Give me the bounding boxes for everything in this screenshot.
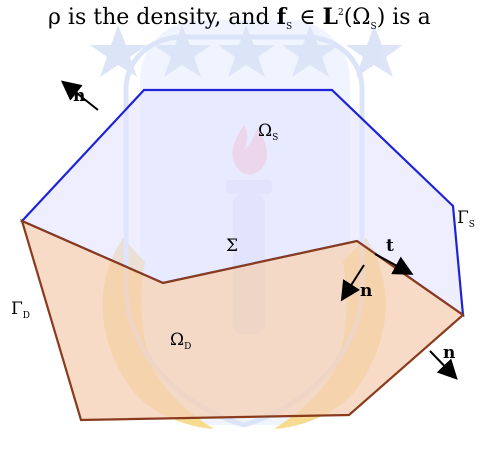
omega-s-label: ΩS	[258, 121, 278, 143]
normal-vector-top	[60, 80, 99, 111]
gamma-s-label: ΓS	[457, 208, 475, 230]
tangent-vector	[374, 253, 414, 275]
normal-top-label: n	[73, 86, 85, 106]
equation-text-line: ρ is the density, and fS ∈ L2(ΩS) is a	[48, 4, 431, 32]
sigma-label: Σ	[226, 236, 238, 256]
normal-vector-bottom	[429, 350, 458, 380]
tangent-label: t	[386, 236, 394, 256]
normal-middle-label: n	[360, 281, 372, 301]
normal-vector-interface	[340, 264, 365, 302]
normal-bottom-label: n	[443, 343, 455, 363]
darcy-region	[20, 219, 465, 422]
watermark-stars	[90, 25, 403, 77]
gamma-d-label: ΓD	[11, 299, 30, 321]
omega-d-label: ΩD	[170, 330, 191, 352]
